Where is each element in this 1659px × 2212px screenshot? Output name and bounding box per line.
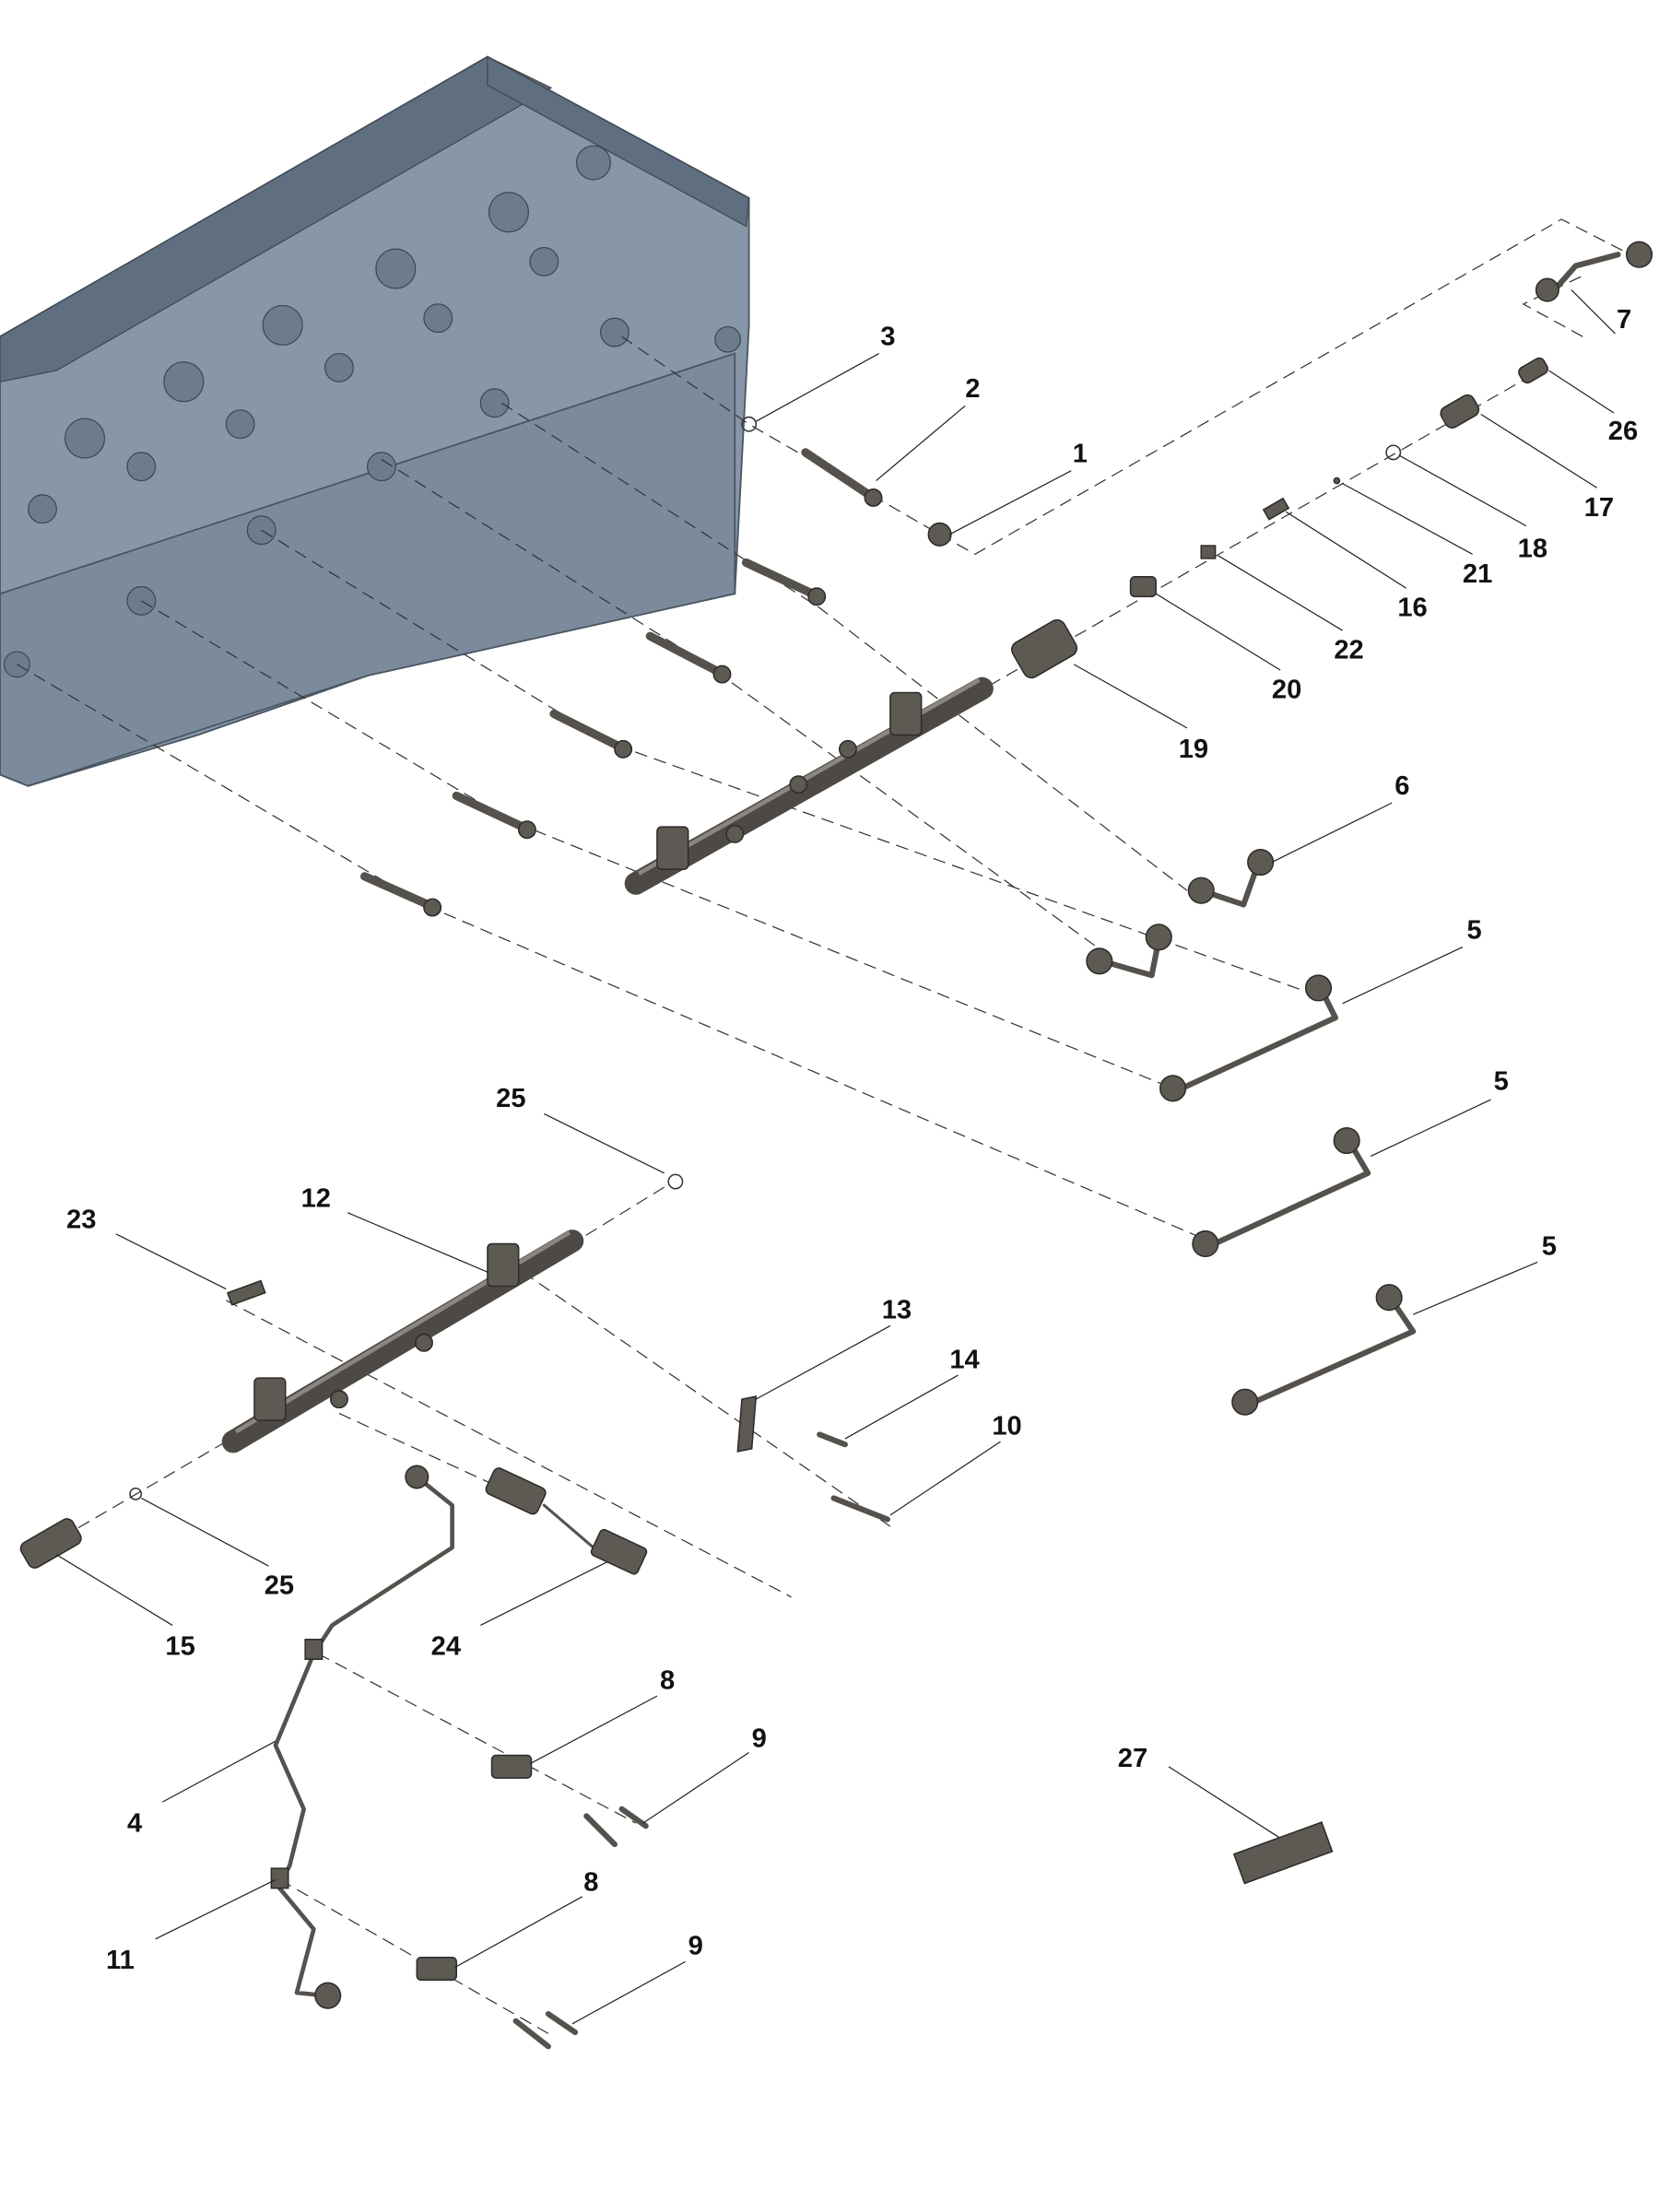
callout-27: 27 xyxy=(1118,1744,1147,1773)
lower-fuel-rail xyxy=(19,1173,1334,1885)
callout-11: 11 xyxy=(106,1946,135,1975)
wire-harness xyxy=(270,1465,649,2050)
callout-14: 14 xyxy=(949,1345,980,1374)
injectors xyxy=(359,448,883,917)
callout-6: 6 xyxy=(1394,771,1409,801)
small-parts-top xyxy=(741,241,1653,679)
callout-8a: 8 xyxy=(660,1665,675,1695)
cylinder-head xyxy=(0,55,750,787)
callout-10: 10 xyxy=(992,1411,1021,1441)
callout-5a: 5 xyxy=(1466,915,1481,945)
callout-18: 18 xyxy=(1518,534,1547,563)
callout-16: 16 xyxy=(1397,594,1427,623)
fuel-pipes xyxy=(1086,848,1417,1416)
callout-13: 13 xyxy=(882,1296,912,1325)
callout-9a: 9 xyxy=(752,1724,767,1753)
callout-1: 1 xyxy=(1073,440,1088,469)
callout-25a: 25 xyxy=(496,1084,525,1113)
callout-9b: 9 xyxy=(688,1932,703,1961)
callout-21: 21 xyxy=(1463,559,1492,589)
callout-17: 17 xyxy=(1584,493,1614,523)
leader-lines xyxy=(56,289,1616,2025)
callout-24: 24 xyxy=(431,1632,462,1662)
callout-2: 2 xyxy=(965,374,980,404)
callout-5b: 5 xyxy=(1494,1066,1509,1096)
callout-22: 22 xyxy=(1334,636,1363,665)
callout-19: 19 xyxy=(1179,735,1208,764)
callout-labels: 3 2 1 7 26 17 18 21 16 22 20 19 6 5 5 5 … xyxy=(66,305,1638,1975)
callout-23: 23 xyxy=(66,1206,96,1235)
callout-7: 7 xyxy=(1617,305,1631,335)
upper-fuel-rail xyxy=(624,677,994,895)
callout-26: 26 xyxy=(1608,417,1638,446)
callout-15: 15 xyxy=(165,1632,194,1662)
callout-20: 20 xyxy=(1272,676,1301,705)
callout-12: 12 xyxy=(301,1184,331,1214)
callout-3: 3 xyxy=(880,322,895,351)
callout-8b: 8 xyxy=(583,1868,598,1898)
callout-5c: 5 xyxy=(1542,1232,1557,1262)
callout-25b: 25 xyxy=(265,1571,294,1601)
callout-4: 4 xyxy=(127,1808,143,1838)
